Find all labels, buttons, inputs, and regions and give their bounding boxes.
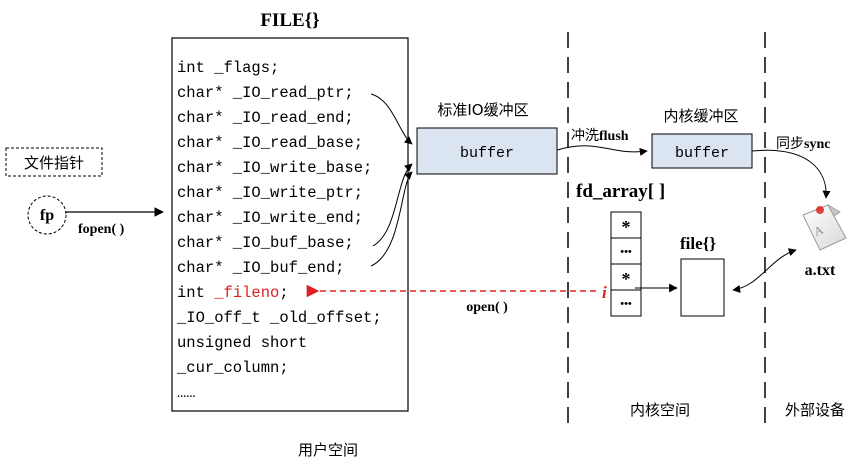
fp-label: fp: [40, 207, 54, 224]
file-field: char* _IO_write_base;: [177, 159, 372, 177]
kernel-file-title: file{}: [680, 234, 716, 253]
kernel-buffer-box: [651, 133, 753, 169]
sync-label: 同步sync: [776, 136, 830, 152]
read-ptr-curve: [370, 93, 413, 145]
std-buffer-label: buffer: [460, 145, 514, 162]
file-field: int _flags;: [177, 59, 279, 77]
std-buffer-title: 标准IO缓冲区: [437, 101, 528, 119]
kernel-file-box: [680, 258, 725, 317]
fd-array-title: fd_array[ ]: [576, 181, 665, 202]
file-field: char* _IO_buf_base;: [177, 234, 354, 252]
fileno-field-name: _fileno: [213, 284, 279, 302]
fd-index-label: i: [602, 283, 607, 302]
region-user-label: 用户空间: [298, 441, 358, 459]
file-field: char* _IO_write_end;: [177, 209, 363, 227]
fd-array: * ••• * •••: [610, 211, 642, 317]
region-kernel-label: 内核空间: [630, 401, 690, 419]
fp-circle: [27, 195, 67, 235]
fd-cell: [610, 237, 642, 265]
file-name-label: a.txt: [805, 262, 836, 279]
fd-cell-label: *: [622, 269, 631, 289]
file-field: int _fileno;: [177, 284, 289, 302]
file-field: ……: [177, 384, 196, 402]
std-buffer-box: [416, 127, 558, 175]
file-field: char* _IO_read_ptr;: [177, 84, 354, 102]
fopen-label: fopen( ): [78, 222, 125, 237]
fd-cell-label: •••: [620, 246, 632, 258]
sync-arrow: [751, 149, 831, 199]
file-field: char* _IO_read_base;: [177, 134, 363, 152]
text-file-icon: A: [802, 203, 847, 251]
file-field: _IO_off_t _old_offset;: [176, 309, 382, 327]
file-pointer-box: [5, 147, 103, 177]
file-device-link: [732, 248, 797, 293]
file-field: char* _IO_buf_end;: [177, 259, 344, 277]
kernel-buffer-title: 内核缓冲区: [663, 107, 738, 125]
kernel-buffer-label: buffer: [675, 145, 729, 162]
file-field: char* _IO_write_ptr;: [177, 184, 363, 202]
region-device-label: 外部设备: [785, 401, 845, 419]
file-struct-fields: int _flags; char* _IO_read_ptr; char* _IO_…: [176, 59, 382, 402]
fd-cell: [610, 289, 642, 317]
flush-label: 冲洗flush: [571, 128, 629, 144]
flush-arrow: [556, 145, 648, 156]
fd-cell: [610, 211, 642, 239]
open-label: open( ): [466, 300, 508, 315]
fileno-field-type: int: [177, 284, 214, 302]
buf-ptr-curve-1: [372, 163, 413, 247]
buf-ptr-curve-2: [370, 171, 413, 267]
fd-cell-label: •••: [620, 298, 632, 310]
file-pointer-label: 文件指针: [24, 154, 84, 172]
file-field: _cur_column;: [176, 359, 289, 377]
fd-cell: [610, 263, 642, 291]
file-struct-box: [171, 37, 409, 412]
file-field: char* _IO_read_end;: [177, 109, 354, 127]
file-struct-title: FILE{}: [260, 10, 319, 31]
fileno-field-suffix: ;: [279, 284, 288, 302]
file-field: unsigned short: [177, 334, 307, 352]
fd-cell-label: *: [622, 217, 631, 237]
